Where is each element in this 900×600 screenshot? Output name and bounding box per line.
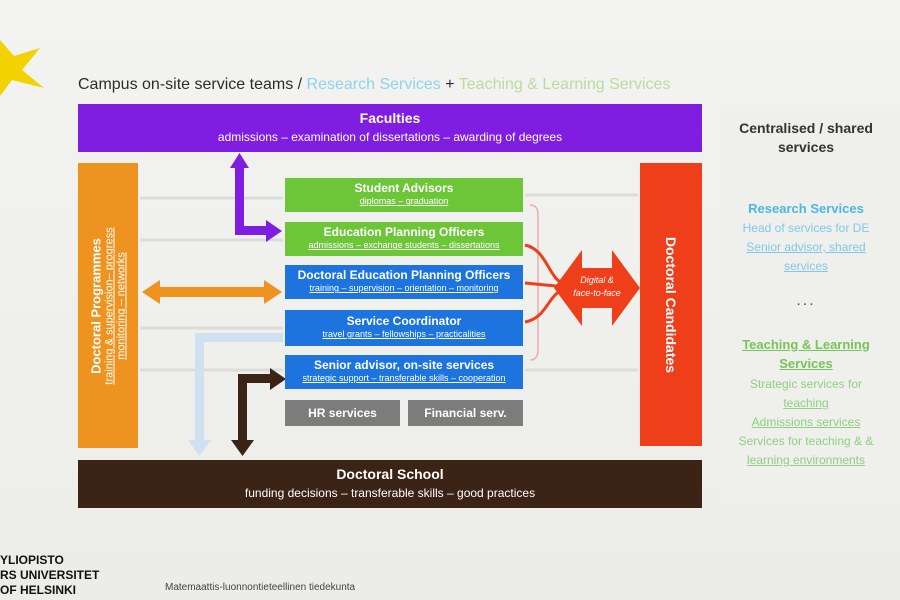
centralised-services-title-line2: services (777, 139, 835, 155)
title-research: Research Services (306, 76, 441, 93)
digital-label-line1: Digital & (580, 275, 614, 285)
logo-line3: OF HELSINKI (0, 583, 77, 597)
centralised-services-title: Centralised / shared services (720, 119, 892, 157)
student-advisors-box: Student Advisors diplomas – graduation (285, 178, 523, 212)
hr-services-box: HR services (285, 400, 400, 426)
service-coordinator-arrow (188, 333, 283, 456)
teaching-services-title: Teaching & Learning Services (720, 335, 892, 373)
service-coordinator-title: Service Coordinator (346, 314, 462, 328)
title-main: Campus on-site service teams / (78, 76, 307, 93)
doctoral-school-title: Doctoral School (336, 466, 444, 482)
doctoral-school-subtitle: funding decisions – transferable skills … (244, 486, 536, 500)
doctoral-education-planning-title: Doctoral Education Planning Officers (297, 268, 511, 282)
faculties-arrow (230, 153, 282, 242)
doctoral-programmes-box: Doctoral Programmes training & supervisi… (78, 163, 138, 448)
senior-advisor-subtitle: strategic support – transferable skills … (302, 373, 506, 383)
research-item: Senior advisor, shared (746, 240, 866, 254)
research-services-title: Research Services (748, 201, 864, 216)
slide-title: Campus on-site service teams / Research … (78, 76, 670, 94)
doctoral-school-arrow (231, 368, 286, 456)
digital-label-line2: face-to-face (573, 288, 621, 298)
logo-line2: RS UNIVERSITET (0, 568, 100, 582)
education-planning-title: Education Planning Officers (323, 225, 485, 239)
service-coordinator-subtitle: travel grants – fellowships – practicali… (322, 329, 486, 339)
logo-line1: YLIOPISTO (0, 553, 64, 567)
doctoral-programmes-text: Doctoral Programmes training & supervisi… (89, 227, 128, 384)
doctoral-education-planning-subtitle: training – supervision – orientation – m… (309, 283, 499, 293)
senior-advisor-title: Senior advisor, on-site services (313, 358, 495, 372)
university-logo-icon (0, 40, 44, 96)
teaching-item: Services for teaching & & (738, 434, 874, 448)
doctoral-programmes-subtitle-1: training & supervision– progress (103, 226, 116, 385)
doctoral-education-planning-box: Doctoral Education Planning Officers tra… (285, 265, 523, 299)
service-coordinator-box: Service Coordinator travel grants – fell… (285, 310, 523, 346)
research-item: services (783, 259, 828, 273)
centralised-services-title-line1: Centralised / shared (739, 120, 873, 136)
student-advisors-title: Student Advisors (354, 181, 454, 195)
services-bracket (529, 204, 539, 361)
research-item: Head of services for DE (742, 221, 870, 235)
faculties-box: Faculties admissions – examination of di… (78, 104, 702, 152)
faculties-title: Faculties (359, 110, 421, 126)
university-logo-text: YLIOPISTO RS UNIVERSITET OF HELSINKI (0, 553, 99, 598)
teaching-item: teaching (783, 396, 829, 410)
doctoral-school-box: Doctoral School funding decisions – tran… (78, 460, 702, 508)
teaching-item: Strategic services for (749, 377, 863, 391)
education-planning-subtitle: admissions – exchange students – dissert… (308, 240, 500, 250)
senior-advisor-box: Senior advisor, on-site services strateg… (285, 355, 523, 389)
centralised-services-panel: Centralised / shared services Research S… (720, 105, 900, 505)
faculties-subtitle: admissions – examination of dissertation… (217, 130, 563, 144)
teaching-services-list: Strategic services for teaching Admissio… (720, 375, 892, 470)
doctoral-programmes-subtitle-2: monitoring – networks (115, 251, 128, 360)
teaching-services-title-line1: Teaching & Learning (742, 337, 870, 352)
doctoral-candidates-title: Doctoral Candidates (663, 236, 679, 373)
financial-services-box: Financial serv. (408, 400, 523, 426)
guide-lines (140, 193, 638, 372)
teaching-services-title-line2: Services (779, 356, 833, 371)
research-services-list: Head of services for DE Senior advisor, … (720, 219, 892, 276)
ellipsis: ... (796, 292, 816, 309)
doctoral-programmes-title: Doctoral Programmes (88, 237, 104, 374)
education-planning-box: Education Planning Officers admissions –… (285, 222, 523, 256)
programmes-arrow (142, 280, 282, 304)
footer-faculty-name: Matemaattis-luonnontieteellinen tiedekun… (165, 582, 356, 593)
title-teaching: Teaching & Learning Services (458, 76, 671, 93)
teaching-item: learning environments (746, 453, 866, 467)
title-plus: + (440, 76, 459, 93)
teaching-item: Admissions services (751, 415, 861, 429)
student-advisors-subtitle: diplomas – graduation (359, 196, 449, 206)
digital-double-arrow (554, 250, 640, 326)
doctoral-candidates-box: Doctoral Candidates (640, 163, 702, 446)
